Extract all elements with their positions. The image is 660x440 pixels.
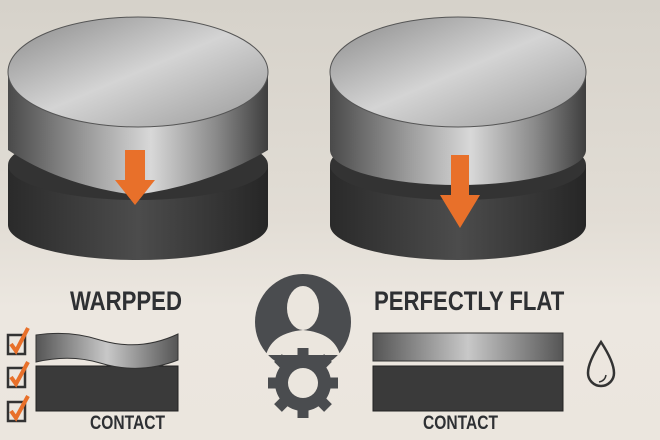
warped-caption: CONTACT bbox=[90, 413, 166, 434]
gear-icon bbox=[268, 348, 338, 418]
water-drop-icon bbox=[586, 339, 616, 388]
flat-puck bbox=[329, 16, 587, 260]
warped-block bbox=[35, 332, 179, 412]
checkbox-icon bbox=[6, 327, 30, 356]
arrow-down-icon bbox=[440, 155, 480, 228]
checkbox-icon bbox=[6, 361, 30, 389]
flat-title: PERFECTLY FLAT bbox=[374, 286, 565, 316]
person-gear-icon bbox=[255, 274, 351, 418]
flat-block bbox=[372, 332, 564, 412]
warped-title: WARPPED bbox=[70, 286, 182, 316]
arrow-down-icon bbox=[115, 150, 155, 205]
checklist bbox=[6, 327, 30, 423]
warped-puck bbox=[7, 16, 269, 260]
flat-caption: CONTACT bbox=[423, 413, 499, 434]
checkbox-icon bbox=[6, 395, 30, 423]
